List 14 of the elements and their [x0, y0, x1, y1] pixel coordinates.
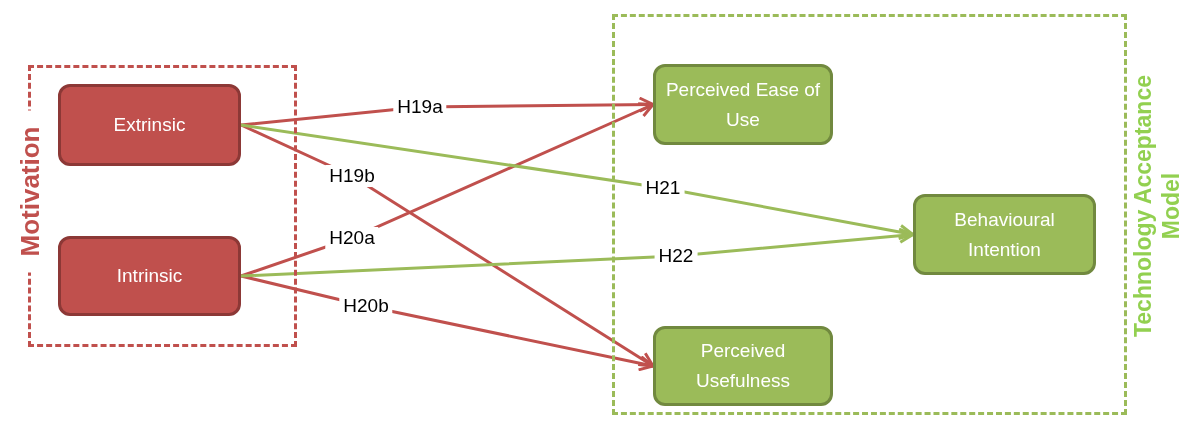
- box-label: Behavioural Intention: [953, 207, 1056, 262]
- box-label: Intrinsic: [116, 264, 183, 288]
- box-label: Perceived Ease of Use: [664, 77, 822, 132]
- rounded-box: [58, 236, 241, 316]
- edge-label: H20a: [325, 227, 379, 249]
- arrow: [240, 123, 915, 241]
- rounded-box: [913, 194, 1096, 275]
- rounded-box: [653, 326, 833, 406]
- rounded-box: [58, 84, 241, 166]
- rounded-box: [653, 64, 833, 145]
- box-label: Perceived Usefulness: [695, 339, 791, 393]
- edge-label: H20b: [339, 295, 393, 317]
- arrow: [240, 227, 915, 278]
- box-label: Extrinsic: [113, 113, 186, 137]
